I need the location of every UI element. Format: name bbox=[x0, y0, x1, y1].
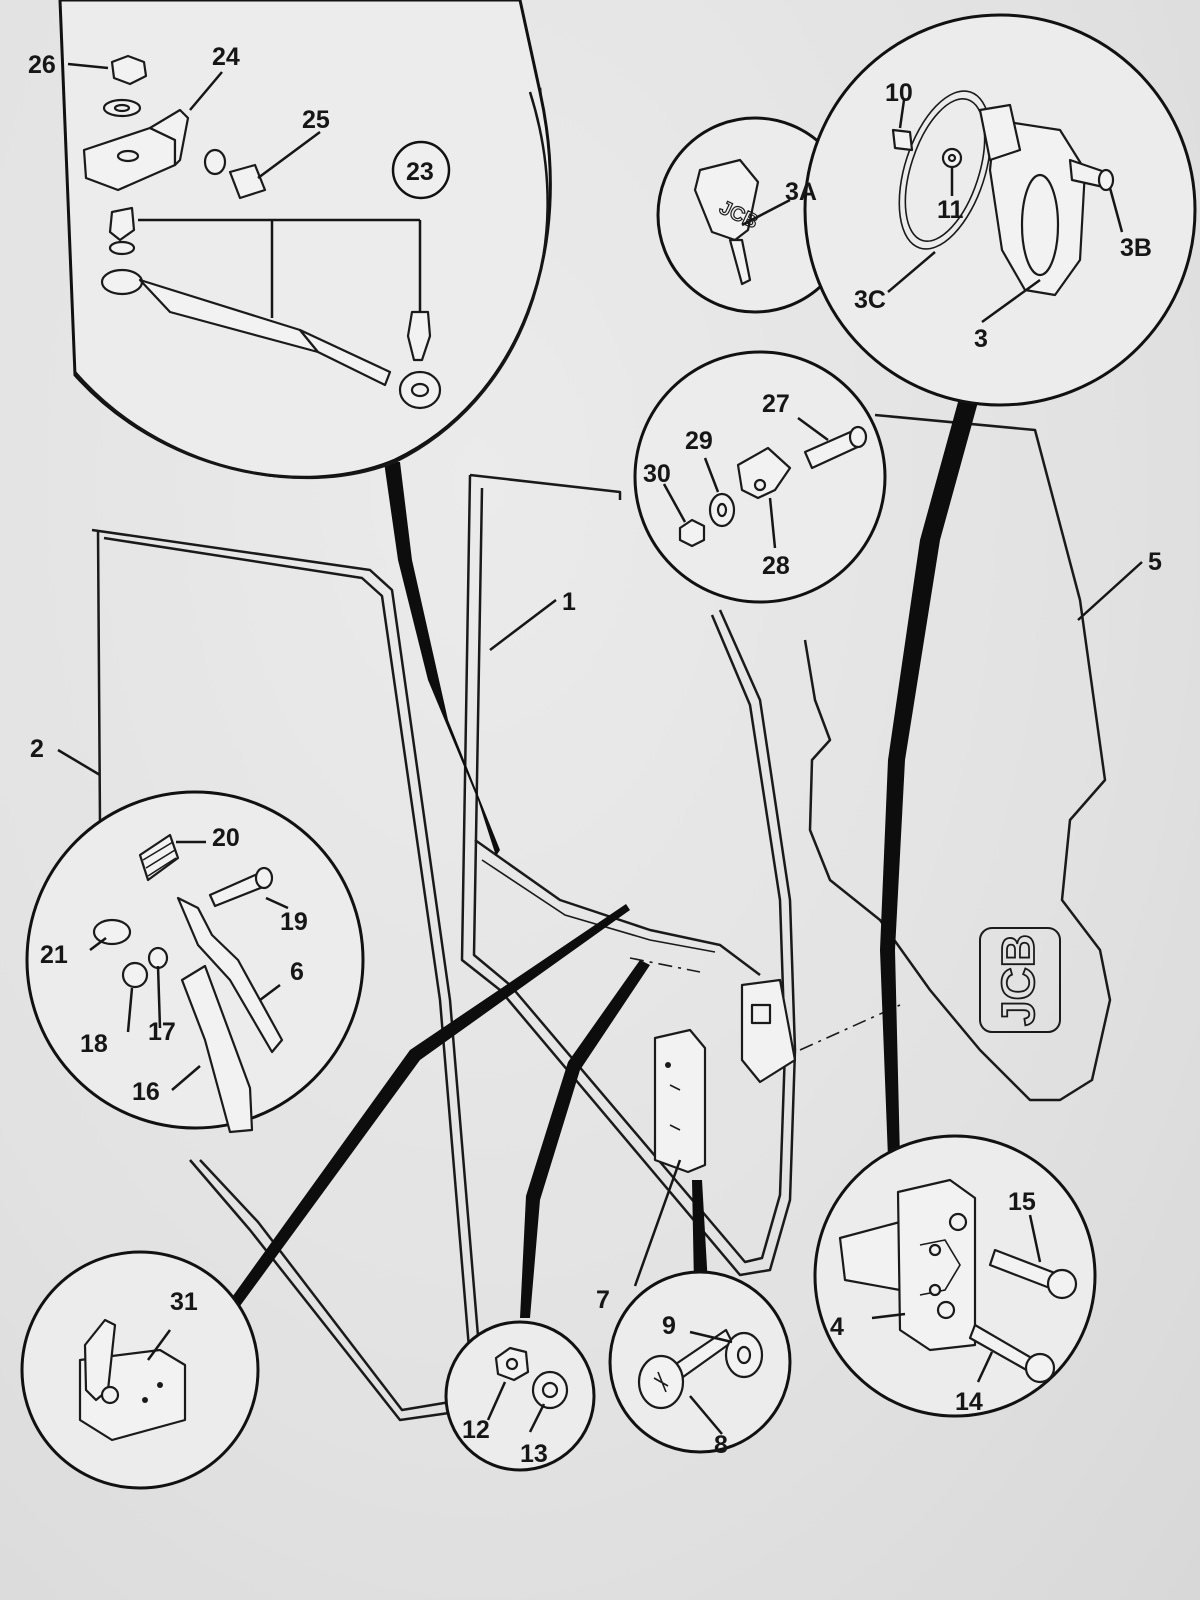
leader-bands bbox=[230, 402, 978, 1318]
band-to-nut bbox=[520, 960, 650, 1318]
detail-bolt bbox=[608, 1270, 792, 1454]
callout-labels: 26 24 25 23 10 11 3A 3B 3C 3 27 29 30 28… bbox=[28, 43, 1162, 1468]
detail-gas-strut bbox=[58, 0, 552, 480]
detail-pivot bbox=[633, 350, 887, 604]
callout-9: 9 bbox=[662, 1312, 676, 1340]
callout-28: 28 bbox=[762, 552, 790, 580]
band-to-bolt bbox=[692, 1180, 708, 1285]
callout-8: 8 bbox=[714, 1431, 728, 1459]
right-glass-panel bbox=[803, 413, 1112, 1102]
callout-25: 25 bbox=[302, 106, 330, 134]
band-to-gas-strut bbox=[384, 462, 500, 856]
door-striker bbox=[740, 978, 797, 1084]
callout-7: 7 bbox=[596, 1286, 610, 1314]
callout-31: 31 bbox=[170, 1288, 198, 1316]
callout-3c: 3C bbox=[854, 286, 886, 314]
detail-lock bbox=[20, 1250, 260, 1490]
callout-14: 14 bbox=[955, 1388, 983, 1416]
svg-text:JCB: JCB bbox=[992, 934, 1044, 1026]
callout-16: 16 bbox=[132, 1078, 160, 1106]
jcb-emblem: JCB bbox=[979, 927, 1061, 1033]
callout-10: 10 bbox=[885, 79, 913, 107]
callout-15: 15 bbox=[1008, 1188, 1036, 1216]
callout-6: 6 bbox=[290, 958, 304, 986]
callout-3a: 3A bbox=[785, 178, 817, 206]
door-rod bbox=[474, 838, 761, 976]
detail-nut bbox=[444, 1320, 596, 1472]
callout-11: 11 bbox=[937, 196, 964, 224]
callout-27: 27 bbox=[762, 390, 790, 418]
callout-3: 3 bbox=[974, 325, 988, 353]
callout-30: 30 bbox=[643, 460, 671, 488]
callout-12: 12 bbox=[462, 1416, 490, 1444]
callout-17: 17 bbox=[148, 1018, 176, 1046]
callout-5: 5 bbox=[1148, 548, 1162, 576]
door-frame bbox=[460, 473, 797, 1277]
callout-26: 26 bbox=[28, 51, 56, 79]
band-to-handle bbox=[880, 402, 978, 1158]
callout-2: 2 bbox=[30, 735, 44, 763]
callout-29: 29 bbox=[685, 427, 713, 455]
callout-24: 24 bbox=[212, 43, 240, 71]
callout-1: 1 bbox=[562, 588, 576, 616]
leader-lines bbox=[57, 561, 1143, 1287]
detail-handle bbox=[803, 13, 1197, 407]
callout-18: 18 bbox=[80, 1030, 108, 1058]
callout-23: 23 bbox=[406, 158, 434, 186]
callout-13: 13 bbox=[520, 1440, 548, 1468]
latch-block bbox=[653, 1028, 707, 1174]
callout-20: 20 bbox=[212, 824, 240, 852]
detail-striker bbox=[813, 1134, 1097, 1418]
detail-lever bbox=[25, 790, 365, 1134]
callout-3b: 3B bbox=[1120, 234, 1152, 262]
callout-21: 21 bbox=[40, 941, 68, 969]
callout-4: 4 bbox=[830, 1313, 844, 1341]
door-rod-inner bbox=[481, 859, 716, 953]
callout-19: 19 bbox=[280, 908, 308, 936]
